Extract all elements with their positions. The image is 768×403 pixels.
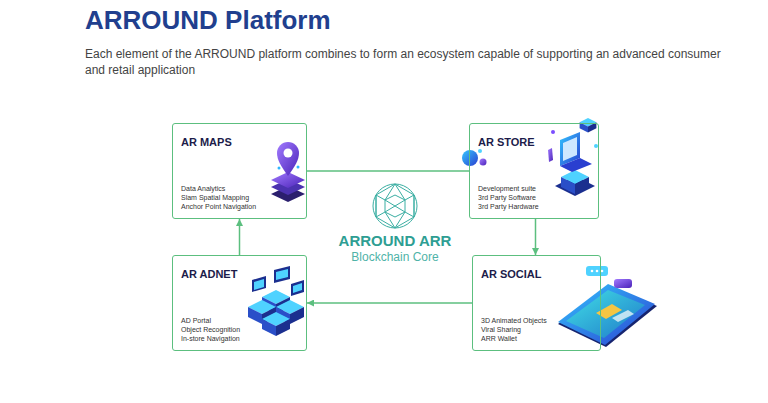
phone-illustration-part <box>596 270 599 273</box>
blockchain-logo-part <box>373 184 417 228</box>
store-illustration-part <box>551 130 555 134</box>
flow-connector <box>239 219 241 255</box>
store-illustration-part <box>480 159 487 166</box>
phone-illustration <box>558 266 657 347</box>
box-heading: AR SOCIAL <box>481 268 542 281</box>
adnet-illustration-part <box>274 266 290 283</box>
brand-tagline: Blockchain Core <box>295 250 495 264</box>
blockchain-logo <box>373 184 417 228</box>
feature-item: 3rd Party Software <box>478 193 536 202</box>
adnet-illustration <box>248 266 304 336</box>
feature-item: Object Recognition <box>181 325 240 334</box>
phone-illustration-part <box>614 279 632 288</box>
feature-item: Slam Spatial Mapping <box>181 193 249 202</box>
blockchain-logo-part <box>385 184 395 200</box>
flow-connector <box>535 219 537 255</box>
map-pin-illustration-part <box>284 149 293 158</box>
blockchain-logo-part <box>385 200 405 212</box>
adnet-illustration-part <box>276 269 288 280</box>
flow-connector <box>307 170 469 172</box>
store-illustration <box>462 118 598 196</box>
adnet-illustration-part <box>291 280 304 296</box>
blockchain-logo-part <box>405 212 414 217</box>
blockchain-logo-part <box>385 212 395 228</box>
blockchain-logo-part <box>395 184 405 200</box>
platform-box: AR MAPS Data AnalyticsSlam Spatial Mappin… <box>172 123 307 219</box>
map-pin-illustration <box>271 142 305 202</box>
phone-illustration-part <box>558 284 655 345</box>
store-illustration-part <box>594 144 598 148</box>
store-illustration-part <box>563 137 577 161</box>
feature-item: 3D Animated Objects <box>481 316 547 325</box>
blockchain-logo-part <box>376 184 414 228</box>
blockchain-logo-part <box>376 195 377 217</box>
phone-illustration-part <box>612 310 634 322</box>
blockchain-logo-part <box>376 212 385 217</box>
adnet-illustration-part <box>262 312 290 336</box>
adnet-illustration-part <box>254 279 264 290</box>
blockchain-logo-part <box>385 200 405 212</box>
store-illustration-part <box>580 118 597 132</box>
blockchain-logo-part <box>385 195 405 217</box>
feature-item: AD Portal <box>181 316 211 325</box>
store-illustration-part <box>560 158 592 172</box>
adnet-illustration-part <box>293 283 302 293</box>
feature-item: ARR Wallet <box>481 334 517 343</box>
store-illustration-part <box>561 170 589 194</box>
blockchain-logo-part <box>405 195 414 200</box>
feature-item: Viral Sharing <box>481 325 521 334</box>
platform-box: AR ADNET AD PortalObject RecognitionIn-st… <box>172 255 307 351</box>
map-pin-illustration-part <box>277 142 299 176</box>
platform-box: AR STORE Development suite3rd Party Softw… <box>469 123 599 219</box>
store-illustration-part <box>548 148 553 162</box>
box-heading: AR ADNET <box>181 268 237 281</box>
blockchain-logo-part <box>414 195 415 217</box>
box-heading: AR MAPS <box>181 136 232 149</box>
page-subtitle: Each element of the ARROUND platform com… <box>85 46 735 78</box>
store-illustration-part <box>462 150 478 166</box>
map-pin-illustration-part <box>297 166 300 169</box>
adnet-illustration-part <box>252 276 266 292</box>
feature-item: Data Analytics <box>181 184 225 193</box>
feature-item: Development suite <box>478 184 536 193</box>
feature-item: Anchor Point Navigation <box>181 202 256 211</box>
map-pin-illustration-part <box>278 167 281 170</box>
feature-item: In-store Navigation <box>181 334 240 343</box>
brand-name: ARROUND ARR <box>295 232 495 249</box>
flow-connector <box>307 302 472 304</box>
store-illustration-part <box>478 149 482 153</box>
blockchain-logo-part <box>395 212 405 228</box>
feature-item: 3rd Party Hardware <box>478 202 539 211</box>
blockchain-logo-part <box>376 195 385 200</box>
phone-illustration-part <box>586 266 608 276</box>
page-title: ARROUND Platform <box>85 5 331 36</box>
phone-illustration-part <box>566 290 645 338</box>
phone-illustration-part <box>601 270 604 273</box>
box-heading: AR STORE <box>478 136 535 149</box>
platform-box: AR SOCIAL 3D Animated ObjectsViral Sharin… <box>472 255 601 351</box>
phone-illustration-part <box>591 270 594 273</box>
